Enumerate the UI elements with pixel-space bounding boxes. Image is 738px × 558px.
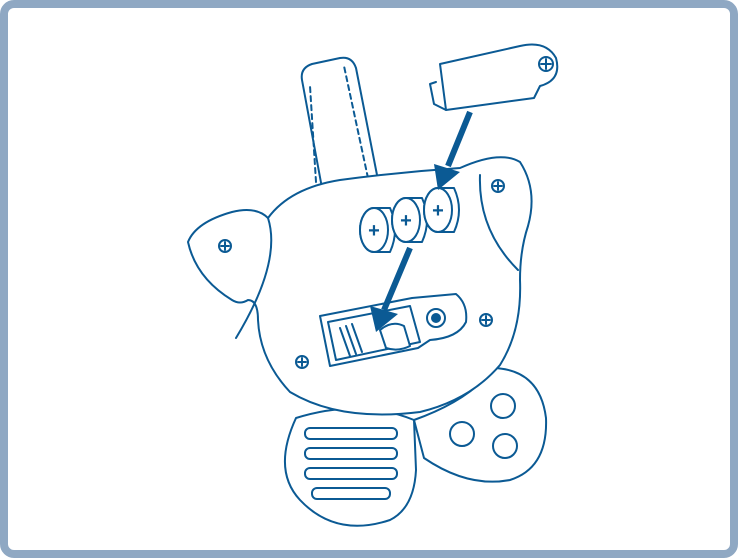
- battery-plus-mark: +: [432, 200, 444, 222]
- wing-spot: [449, 421, 475, 447]
- wing-spot: [490, 393, 516, 419]
- screw-icon: [491, 179, 505, 193]
- right-wing: [413, 367, 548, 483]
- screw-icon: [295, 355, 309, 369]
- wing-slot: [304, 427, 398, 440]
- coin-cell-battery: [423, 187, 460, 233]
- battery-compartment: [319, 293, 468, 367]
- wing-slot: [304, 467, 398, 480]
- screw-icon: [538, 56, 554, 72]
- left-wing: [284, 407, 417, 527]
- battery-cover: [429, 43, 559, 111]
- battery-plus-mark: +: [368, 220, 380, 242]
- strap: [300, 56, 379, 189]
- insert-cover-arrow: [434, 110, 473, 190]
- wing-spot: [492, 433, 518, 459]
- coin-cell-battery: [391, 197, 428, 243]
- screw-icon: [479, 313, 493, 327]
- battery-plus-mark: +: [400, 210, 412, 232]
- wing-slot: [304, 447, 398, 460]
- screw-icon: [218, 239, 232, 253]
- wing-slot: [311, 487, 391, 500]
- coin-cell-battery: [359, 207, 396, 253]
- insert-batteries-arrow: [370, 246, 413, 332]
